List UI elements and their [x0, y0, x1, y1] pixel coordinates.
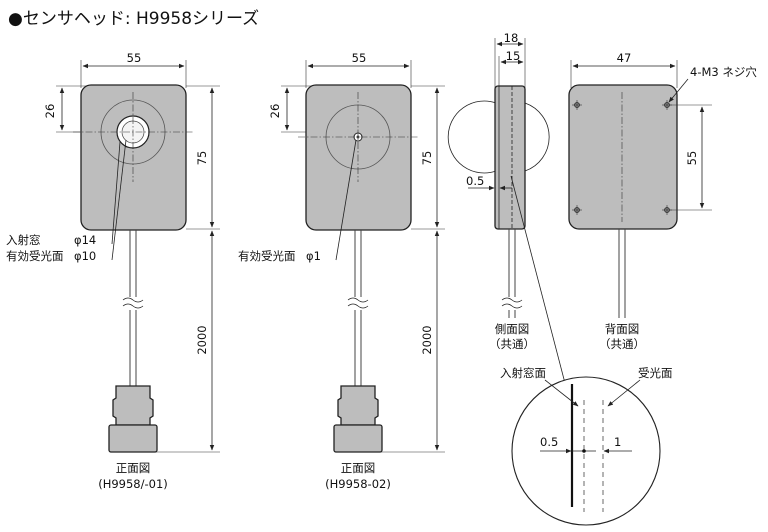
page-title: ●センサヘッド: H9958シリーズ — [8, 9, 259, 29]
back-common: （共通） — [599, 337, 645, 351]
area-diameter: φ1 — [306, 249, 321, 263]
front-view-2: 55 26 75 2000 有効受光面 φ1 正面図 (H9958-02) — [238, 51, 445, 491]
width-dimension: 55 — [127, 51, 142, 65]
front-caption: 正面図 — [341, 461, 376, 475]
sensor-head-body — [80, 84, 187, 231]
back-body — [568, 84, 678, 230]
window-plane-label: 入射窓面 — [500, 366, 546, 380]
back-caption: 背面図 — [605, 322, 640, 336]
connector-body — [108, 424, 158, 453]
connector-head — [337, 385, 379, 426]
side-common: （共通） — [489, 337, 535, 351]
cable-length-dimension: 2000 — [195, 325, 209, 354]
width-dimension: 55 — [352, 51, 367, 65]
connector-head — [112, 385, 154, 426]
receiving-surface-label: 受光面 — [638, 366, 673, 380]
window-label: 入射窓 — [6, 233, 41, 247]
mounting-hole — [662, 100, 672, 110]
height-dimension: 75 — [195, 151, 209, 166]
front-model: (H9958/-01) — [98, 477, 168, 491]
side-body — [494, 85, 526, 230]
sensor-head-body — [305, 84, 412, 231]
side-view: 18 15 0.5 側面図 （共通） — [447, 31, 550, 351]
front-caption: 正面図 — [116, 461, 151, 475]
back-width-dimension: 47 — [617, 51, 632, 65]
area-diameter: φ10 — [74, 249, 96, 263]
mounting-hole — [572, 100, 582, 110]
total-depth-dimension: 18 — [504, 31, 519, 45]
front-view-1: 55 26 75 2000 入射窓 φ14 有効受光面 φ10 正面図 (H99… — [6, 51, 220, 491]
top-offset-dimension: 26 — [268, 104, 282, 119]
height-dimension: 75 — [420, 151, 434, 166]
window-offset-dimension: 0.5 — [466, 174, 484, 188]
connector-body — [333, 424, 383, 453]
detail-view: 入射窓面 受光面 0.5 1 — [500, 175, 673, 526]
detail-dimension-a: 0.5 — [540, 435, 558, 449]
front-model: (H9958-02) — [325, 477, 391, 491]
hole-label: 4-M3 ネジ穴 — [690, 65, 757, 79]
body-depth-dimension: 15 — [506, 49, 521, 63]
mounting-hole — [572, 205, 582, 215]
detail-dimension-b: 1 — [614, 435, 621, 449]
area-label: 有効受光面 — [238, 249, 296, 263]
detail-leader-line — [510, 175, 567, 388]
back-view: 47 55 4-M3 ネジ穴 背面図 （共通） — [568, 51, 757, 351]
top-offset-dimension: 26 — [43, 104, 57, 119]
detail-callout-circle — [447, 100, 497, 174]
area-label: 有効受光面 — [6, 249, 64, 263]
side-caption: 側面図 — [495, 322, 530, 336]
cable-length-dimension: 2000 — [420, 325, 434, 354]
window-diameter: φ14 — [74, 233, 96, 247]
hole-pitch-dimension: 55 — [685, 151, 699, 166]
